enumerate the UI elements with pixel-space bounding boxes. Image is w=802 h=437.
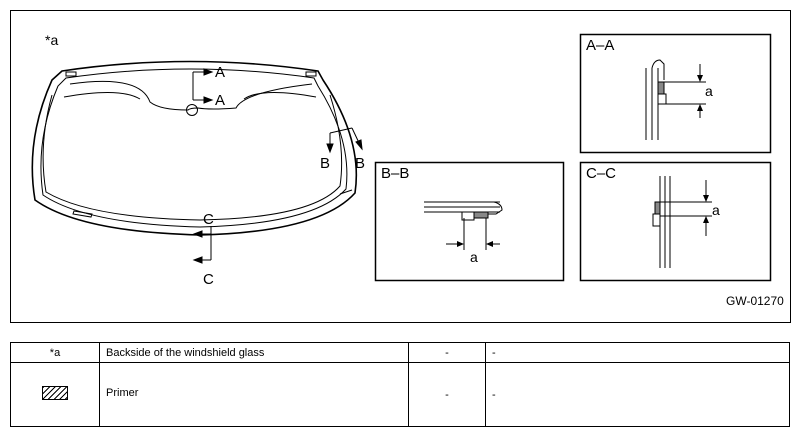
hatch-icon bbox=[42, 386, 68, 400]
cut-label-a-top: A bbox=[215, 64, 225, 81]
legend-col3: - bbox=[408, 362, 486, 427]
legend-row: *a Backside of the windshield glass - - bbox=[10, 342, 790, 363]
legend-col4: - bbox=[485, 342, 790, 363]
dim-a-bb: a bbox=[470, 249, 478, 265]
section-cc-title: C–C bbox=[586, 165, 616, 182]
section-cut-c bbox=[192, 226, 212, 264]
diagram-frame bbox=[10, 10, 791, 323]
backside-marker: *a bbox=[45, 32, 58, 48]
windshield-glass bbox=[31, 60, 358, 236]
legend-description: Backside of the windshield glass bbox=[99, 342, 409, 363]
section-bb-panel bbox=[374, 161, 565, 282]
legend-col3: - bbox=[408, 342, 486, 363]
cut-label-b-left: B bbox=[320, 155, 330, 172]
section-cut-a bbox=[192, 68, 214, 104]
section-aa-title: A–A bbox=[586, 37, 614, 54]
section-aa-panel bbox=[579, 33, 772, 154]
legend-key: *a bbox=[10, 342, 100, 363]
legend-symbol bbox=[10, 362, 100, 427]
section-cut-b bbox=[326, 127, 363, 154]
section-cc-panel bbox=[579, 161, 772, 282]
legend-description: Primer bbox=[99, 362, 409, 427]
section-bb-title: B–B bbox=[381, 165, 409, 182]
dim-a-aa: a bbox=[705, 83, 713, 99]
cut-label-a-bottom: A bbox=[215, 92, 225, 109]
windshield-diagram: *a A A B B C C bbox=[10, 10, 791, 323]
legend-row: Primer - - bbox=[10, 362, 790, 427]
legend-table: *a Backside of the windshield glass - - … bbox=[10, 342, 790, 427]
cut-label-b-right: B bbox=[355, 155, 365, 172]
legend-col4: - bbox=[485, 362, 790, 427]
cut-label-c-bottom: C bbox=[203, 271, 214, 288]
cut-label-c-top: C bbox=[203, 211, 214, 228]
figure-code: GW-01270 bbox=[726, 294, 784, 308]
dim-a-cc: a bbox=[712, 202, 720, 218]
